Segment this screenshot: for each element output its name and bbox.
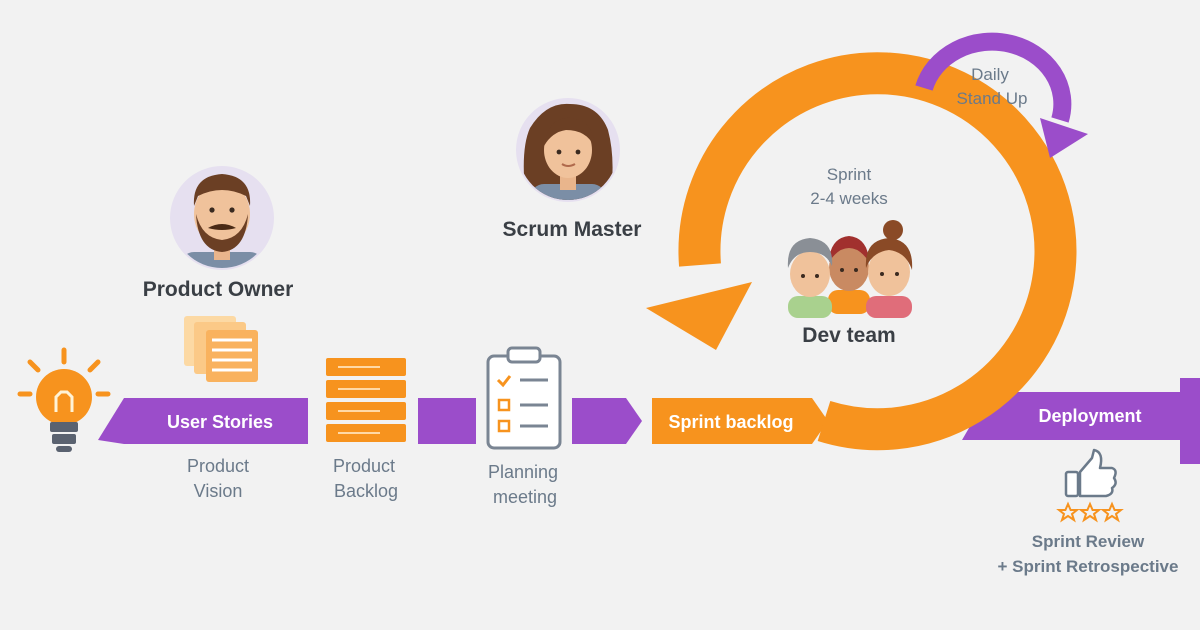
review-line2: + Sprint Retrospective xyxy=(998,557,1179,576)
sprint-loop-arc xyxy=(678,52,1077,451)
sprint-loop-arrowhead xyxy=(646,282,752,350)
product-backlog-line1: Product xyxy=(333,456,395,476)
planning-line2: meeting xyxy=(493,487,557,507)
thumbs-up-icon xyxy=(1064,448,1117,498)
sprint-cycle xyxy=(646,52,1077,451)
dev-team-avatars xyxy=(787,220,913,318)
sprint-label-line1: Sprint xyxy=(827,165,872,184)
product-owner-label: Product Owner xyxy=(143,278,294,301)
daily-cycle xyxy=(915,32,1088,158)
user-stories-arrow xyxy=(98,398,308,444)
product-backlog-line2: Backlog xyxy=(334,481,398,501)
dev-team-label: Dev team xyxy=(802,324,895,347)
deployment-arrow xyxy=(962,378,1200,464)
product-vision-line1: Product xyxy=(187,456,249,476)
daily-label-line2: Stand Up xyxy=(957,89,1028,108)
daily-loop-arc xyxy=(915,32,1072,123)
sprint-label-line2: 2-4 weeks xyxy=(810,189,887,208)
backlog-connector xyxy=(418,398,476,444)
review-line1: Sprint Review xyxy=(1032,532,1145,551)
product-owner-avatar xyxy=(170,166,274,270)
sprint-backlog-arrow xyxy=(652,398,828,444)
daily-loop-arrowhead xyxy=(1040,118,1088,158)
sprint-backlog-label: Sprint backlog xyxy=(668,412,793,432)
scrum-master-label: Scrum Master xyxy=(503,218,642,241)
documents-icon xyxy=(184,316,258,382)
planning-connector xyxy=(572,398,642,444)
lightbulb-icon xyxy=(17,347,111,452)
flow-arrows xyxy=(98,378,1200,464)
scrum-master-avatar xyxy=(516,98,620,202)
user-stories-label: User Stories xyxy=(167,412,273,432)
deployment-label: Deployment xyxy=(1038,406,1141,426)
product-vision-line2: Vision xyxy=(194,481,243,501)
backlog-stack-icon xyxy=(326,358,406,442)
stars-icon xyxy=(1056,501,1124,523)
clipboard-icon xyxy=(486,346,562,450)
daily-label-line1: Daily xyxy=(971,65,1009,84)
labels: Product Owner Scrum Master Dev team Spri… xyxy=(143,65,1179,576)
planning-line1: Planning xyxy=(488,462,558,482)
